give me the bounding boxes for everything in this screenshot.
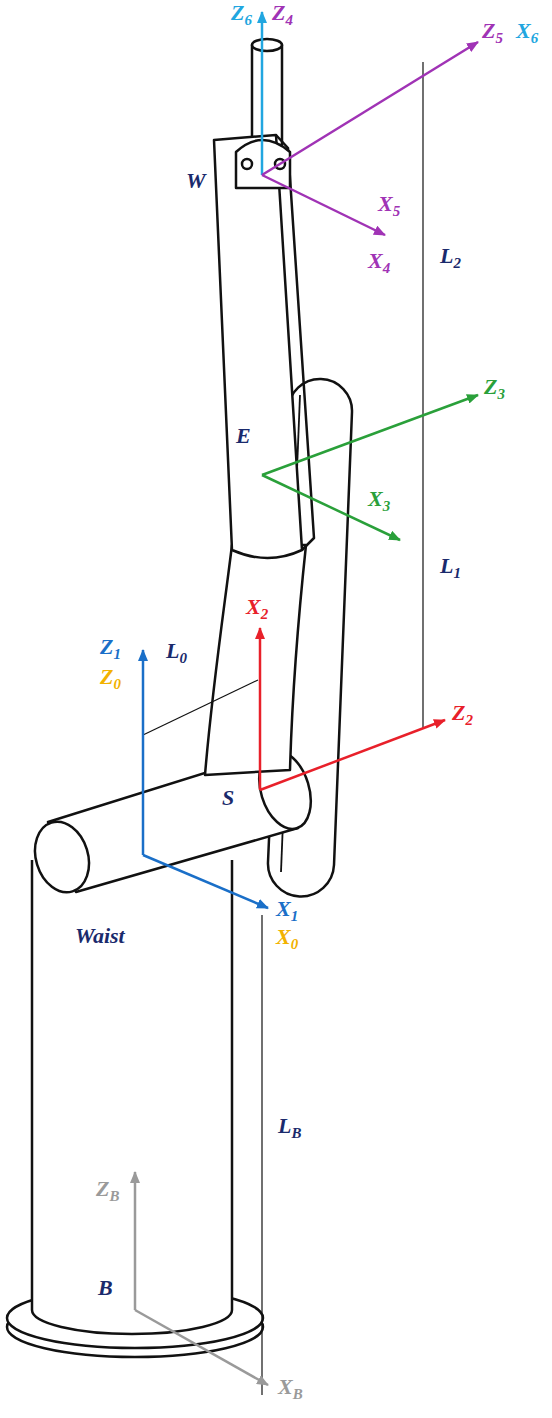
dimension-line bbox=[143, 680, 258, 735]
forearm bbox=[214, 135, 302, 558]
axis-arrow bbox=[262, 175, 385, 235]
point-label: E bbox=[236, 425, 251, 447]
axis-label: Z3 bbox=[484, 376, 505, 398]
axis-label: Z1 bbox=[100, 636, 121, 658]
axis-label: ZB bbox=[96, 1178, 119, 1200]
robot-body bbox=[7, 39, 352, 1357]
axis-label: X4 bbox=[368, 250, 390, 272]
length-label: LB bbox=[278, 1115, 301, 1137]
axis-label: X2 bbox=[246, 596, 268, 618]
axis-label: X1 bbox=[276, 898, 298, 920]
point-label: S bbox=[222, 787, 234, 809]
wrist-pin bbox=[242, 159, 252, 169]
length-label: L0 bbox=[166, 640, 187, 662]
point-label: W bbox=[186, 170, 206, 192]
axis-label: Z2 bbox=[452, 702, 473, 724]
axis-arrow bbox=[262, 395, 478, 475]
length-label: L2 bbox=[440, 245, 461, 267]
axis-label: Z6 bbox=[231, 2, 252, 24]
axis-arrow bbox=[261, 12, 264, 175]
length-label: L1 bbox=[440, 555, 461, 577]
axis-label: Z5 bbox=[482, 20, 503, 42]
axis-arrow bbox=[260, 720, 445, 790]
axis-label: X6 bbox=[516, 20, 538, 42]
dimension-lines bbox=[143, 62, 423, 1395]
cylinder-end bbox=[27, 815, 98, 899]
axis-label: X3 bbox=[368, 488, 390, 510]
upper-arm-plate bbox=[205, 545, 306, 775]
axis-arrow bbox=[142, 650, 145, 855]
axis-arrow bbox=[135, 1310, 268, 1385]
axis-label: XB bbox=[278, 1376, 303, 1398]
axis-label: X5 bbox=[378, 193, 400, 215]
axis-arrow bbox=[262, 475, 400, 540]
dimension-line bbox=[422, 62, 423, 728]
axis-label: X0 bbox=[276, 926, 298, 948]
axis-arrow bbox=[259, 628, 262, 790]
axis-arrow bbox=[143, 855, 268, 908]
dimension-line bbox=[261, 915, 262, 1395]
axis-label: Z0 bbox=[100, 666, 121, 688]
axis-label: Z4 bbox=[272, 2, 293, 24]
axis-arrow bbox=[134, 1172, 137, 1310]
frame-axes bbox=[135, 12, 478, 1385]
part-label: Waist bbox=[75, 925, 125, 947]
tool-flange bbox=[252, 39, 282, 51]
tool-flange bbox=[252, 45, 282, 145]
waist-column bbox=[32, 860, 232, 1334]
axis-arrow bbox=[262, 42, 478, 175]
point-label: B bbox=[98, 1277, 113, 1299]
